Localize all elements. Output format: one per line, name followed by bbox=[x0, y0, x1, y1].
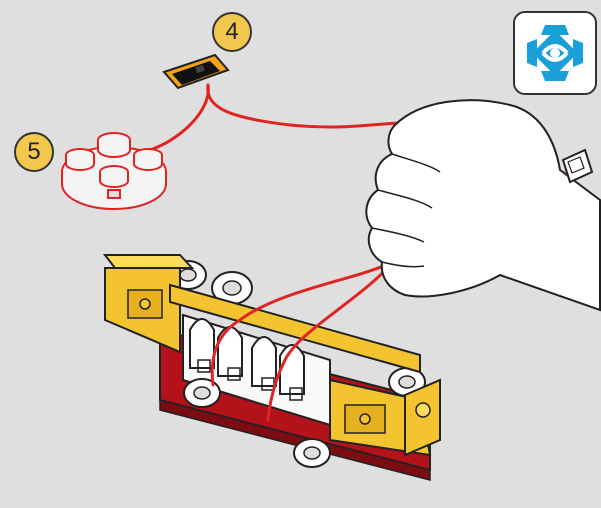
plus-cross-logo-icon bbox=[515, 13, 595, 93]
tram-model-icon bbox=[105, 255, 440, 480]
step-number-5-badge: 5 bbox=[14, 132, 54, 172]
wheel-front-right bbox=[294, 439, 330, 467]
light-sensor-icon bbox=[164, 55, 228, 88]
step-number-4-badge: 4 bbox=[212, 12, 252, 52]
wire-sensor-to-hand bbox=[208, 85, 420, 127]
brand-logo-tile bbox=[513, 11, 597, 95]
wire-sensor-to-plate bbox=[150, 85, 208, 150]
round-plate-icon bbox=[62, 133, 166, 209]
wheel-front-left bbox=[184, 379, 220, 407]
hand-icon bbox=[366, 100, 600, 310]
